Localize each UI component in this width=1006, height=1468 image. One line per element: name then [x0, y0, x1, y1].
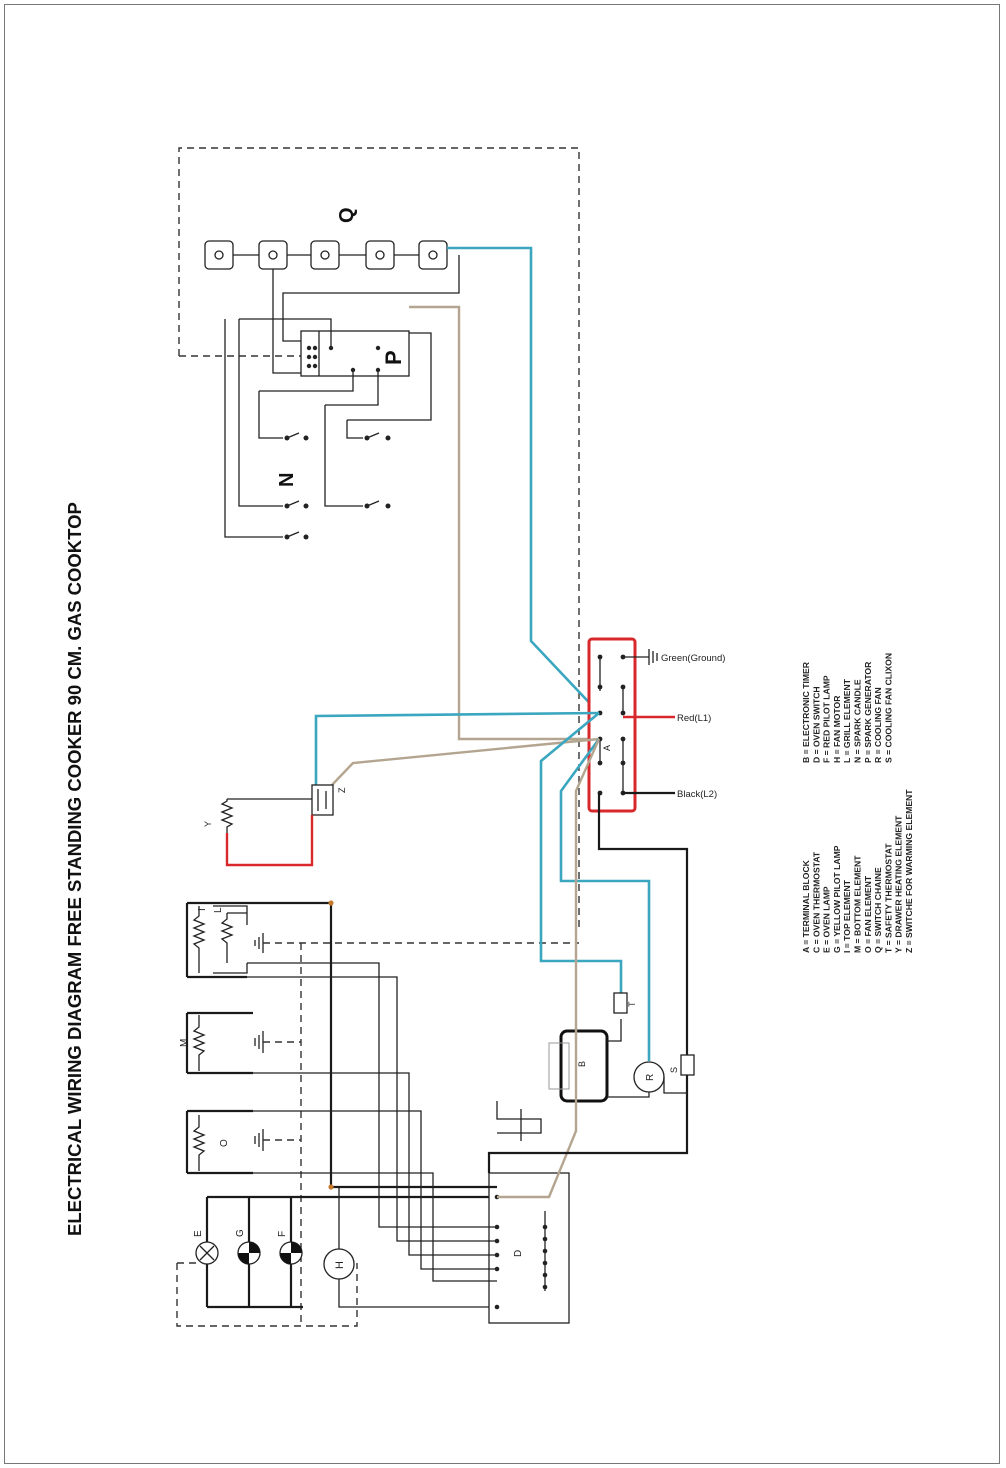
- drawer-element-y: [220, 799, 234, 833]
- diagram-page: ELECTRICAL WIRING DIAGRAM FREE STANDING …: [4, 4, 1000, 1464]
- switch-chain-q: [204, 240, 448, 270]
- ground-symbol-m: [254, 1031, 301, 1053]
- label-b: B: [577, 1061, 587, 1067]
- diagram-title: ELECTRICAL WIRING DIAGRAM FREE STANDING …: [64, 502, 85, 1236]
- fan-element-o: [192, 1115, 206, 1171]
- oven-thermostat-c: [496, 1101, 542, 1141]
- legend-entry: N = SPARK CANDLE: [853, 679, 863, 763]
- legend-entry: Q = SWITCH CHAINE: [873, 867, 883, 953]
- wiring-diagram: ELECTRICAL WIRING DIAGRAM FREE STANDING …: [64, 147, 914, 1327]
- label-ground: Green(Ground): [661, 653, 725, 664]
- label-m: M: [179, 1039, 190, 1047]
- electronic-timer-b: [548, 1029, 609, 1103]
- label-f: F: [277, 1231, 288, 1237]
- label-r: R: [645, 1074, 656, 1081]
- red-pilot-lamp-f: [279, 1241, 303, 1265]
- legend-entry: S = COOLING FAN CLIXON: [883, 653, 893, 763]
- label-l: L: [213, 907, 224, 913]
- brown-wire-p: [409, 305, 599, 741]
- label-h: H: [334, 1261, 346, 1269]
- legend-entry: R = COOLING FAN: [873, 687, 883, 763]
- legend-entry: A = TERMINAL BLOCK: [801, 859, 811, 953]
- label-red-l1: Red(L1): [677, 713, 711, 724]
- legend-entry: E = OVEN LAMP: [822, 886, 832, 953]
- legend-entry: B = ELECTRONIC TIMER: [801, 661, 811, 763]
- legend-entry: Z = SWITCHE FOR WARMING ELEMENT: [904, 789, 914, 953]
- spark-generator-p: [300, 330, 410, 377]
- blue-wire-q: [447, 246, 600, 714]
- label-p: P: [381, 350, 406, 365]
- label-g: G: [235, 1229, 246, 1237]
- legend-entry: F = RED PILOT LAMP: [822, 675, 832, 763]
- legend-entry: C = OVEN THERMOSTAT: [811, 851, 821, 953]
- oven-switch-d: [488, 1172, 570, 1324]
- legend-entry: M = BOTTOM ELEMENT: [853, 855, 863, 953]
- ground-symbol: [648, 649, 658, 665]
- legend-entry: I = TOP ELEMENT: [842, 879, 852, 953]
- legend-entry: D = OVEN SWITCH: [811, 686, 821, 763]
- label-q: Q: [336, 207, 358, 223]
- legend-entry: H = FAN MOTOR: [832, 695, 842, 763]
- top-element-i: [192, 906, 206, 973]
- warming-switch-z: [311, 784, 334, 816]
- label-o: O: [219, 1139, 230, 1147]
- legend-entry: L = GRILL ELEMENT: [842, 678, 852, 763]
- terminal-block-a: [587, 637, 637, 813]
- legend-entry: Y = DRAWER HEATING ELEMENT: [894, 815, 904, 953]
- legend-entry: T = SAFETY THERMOSTAT: [883, 843, 893, 953]
- lamp-enclosure: [176, 943, 358, 1327]
- legend-entry: G = YELLOW PILOT LAMP: [832, 845, 842, 953]
- legend-entry: P = SPARK GENERATOR: [863, 661, 873, 763]
- ground-symbol-il: [254, 933, 579, 953]
- legend-entry: O = FAN ELEMENT: [863, 875, 873, 953]
- grill-element-l: [220, 913, 234, 963]
- label-n: N: [276, 473, 298, 487]
- fan-motor-h: [323, 1248, 355, 1280]
- label-d: D: [513, 1250, 524, 1257]
- spark-candles-n: [284, 432, 391, 540]
- label-i: I: [197, 908, 208, 911]
- label-t: T: [627, 1001, 637, 1007]
- bottom-element-m: [192, 1015, 206, 1071]
- yellow-pilot-lamp-g: [237, 1241, 261, 1265]
- label-y: Y: [203, 821, 213, 827]
- ground-symbol-o: [254, 1129, 301, 1151]
- label-black-l2: Black(L2): [677, 789, 717, 800]
- oven-lamp-e: [195, 1241, 219, 1265]
- label-s: S: [669, 1067, 679, 1073]
- cooling-fan-clixon-s: [680, 1054, 695, 1076]
- label-e: E: [193, 1230, 204, 1237]
- cooktop-enclosure: [178, 147, 580, 931]
- label-a: A: [602, 745, 612, 751]
- label-z: Z: [337, 787, 347, 793]
- safety-thermostat-t: [613, 992, 628, 1014]
